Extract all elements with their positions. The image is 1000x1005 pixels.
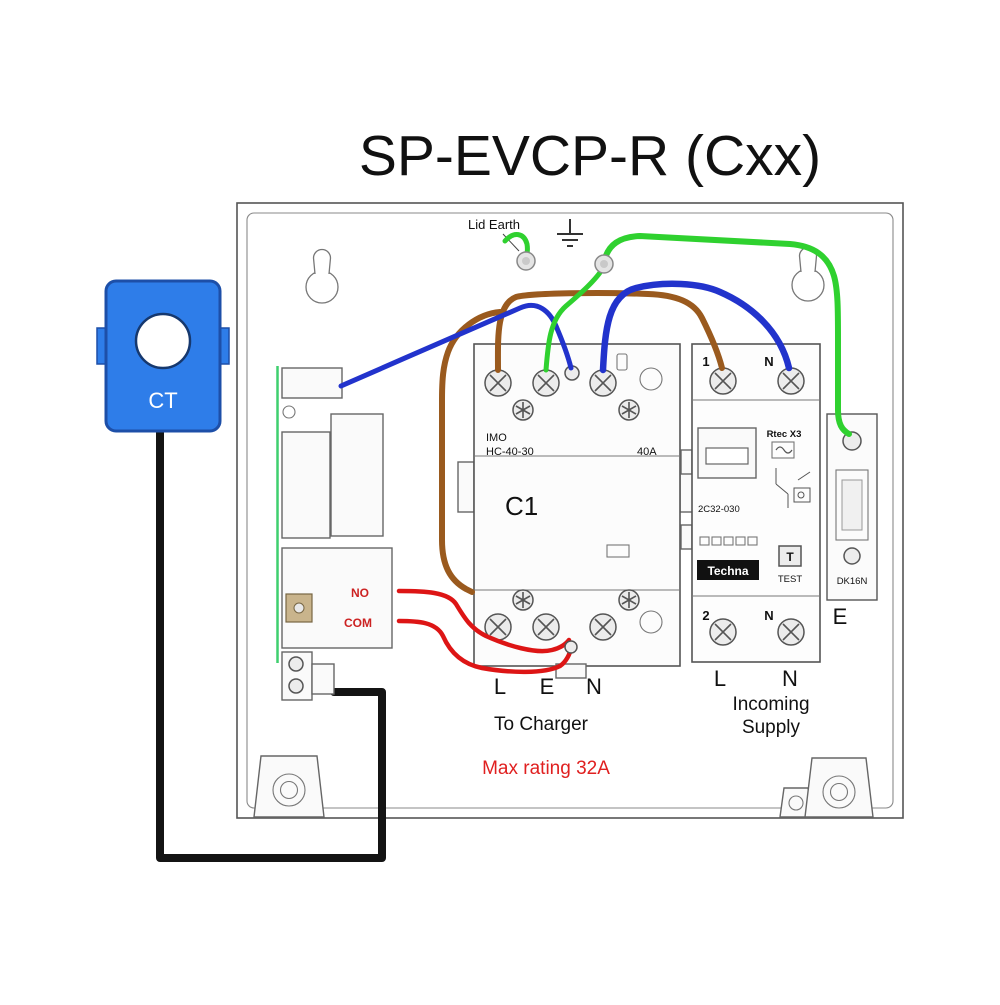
control-wire-no [396, 588, 572, 654]
board-psu-right [330, 413, 384, 537]
contactor-rating: 40A [637, 446, 657, 458]
lid-earth-label: Lid Earth [468, 217, 520, 232]
rcbo-test-label: TEST [778, 574, 802, 585]
rcbo-sine-icon [771, 441, 795, 459]
rcbo-brand-label: Rtec X3 [767, 429, 802, 440]
rcbo-logo: Techna [697, 560, 759, 580]
control-wire-com [396, 618, 574, 675]
max-rating-caption: Max rating 32A [482, 758, 610, 779]
coil-terminal-block [555, 663, 587, 679]
board-screw [282, 405, 296, 419]
coil-screw [564, 640, 578, 654]
rcbo-logo-text: Techna [707, 564, 748, 578]
charger-n-label: N [586, 674, 602, 699]
neutral-wire-board-to-contactor [338, 302, 574, 389]
contactor-brand: IMO [486, 432, 507, 444]
board-bottom-terminal [281, 651, 335, 701]
earth-stud-right [594, 254, 614, 274]
wires [338, 232, 852, 675]
rcbo-model-label: 2C32-030 [698, 504, 740, 515]
mounting-tab-right [779, 757, 874, 818]
diagram-title: SP-EVCP-R (Cxx) [359, 124, 821, 188]
ct-label: CT [148, 388, 177, 413]
supply-l-label: L [714, 666, 726, 691]
earth-terminal-block: DK16N [826, 413, 878, 601]
rcbo-out-2-label: 2 [702, 608, 709, 623]
contactor: IMO HC-40-30 40A C1 [457, 343, 697, 679]
rcbo-in-1-label: 1 [702, 354, 709, 369]
charger-l-label: L [494, 674, 506, 699]
live-wire-to-relay [439, 309, 503, 595]
earth-wire-stud-to-terminal [601, 233, 852, 437]
rcbo-test-button-letter: T [786, 550, 794, 564]
rcbo-test-button: T [778, 545, 802, 567]
incoming-caption-line2: Supply [742, 717, 801, 738]
rcbo-vents [699, 536, 758, 546]
contactor-top-terminals [484, 365, 663, 421]
ct-clamp: CT [96, 279, 230, 433]
supply-n-label: N [782, 666, 798, 691]
mounting-tab-left [253, 755, 325, 818]
contactor-bottom-terminals [484, 589, 663, 641]
rcbo-switch [697, 427, 757, 479]
relay-no-label: NO [351, 586, 369, 600]
control-board: NO COM [276, 366, 393, 701]
board-psu-left [281, 431, 331, 539]
earth-wire-contactor-to-stud [543, 265, 606, 373]
charger-e-label: E [540, 674, 555, 699]
relay-com-label: COM [344, 616, 372, 630]
ct-cable [156, 424, 386, 862]
keyhole-mount-left [305, 248, 339, 304]
contactor-name: C1 [505, 491, 538, 521]
earth-symbol [557, 219, 583, 247]
rcbo-in-n-label: N [764, 354, 773, 369]
neutral-wire-contactor-to-rcbo [599, 280, 793, 374]
rcbo-schematic-glyph [775, 468, 811, 508]
ct-aperture [134, 312, 192, 370]
enclosure-inner [246, 212, 894, 809]
earth-stud-left [516, 251, 536, 271]
rcbo-out-n-label: N [764, 608, 773, 623]
relay-module: NO COM [281, 547, 393, 649]
incoming-caption-line1: Incoming [732, 694, 809, 715]
earth-block-model: DK16N [837, 576, 868, 587]
board-top-connector [281, 367, 343, 399]
rcbo: 1 N Rtec X3 2C32-030 [680, 343, 821, 663]
to-charger-caption: To Charger [494, 714, 589, 735]
contactor-model: HC-40-30 [486, 446, 534, 458]
earth-e-label: E [833, 604, 848, 629]
